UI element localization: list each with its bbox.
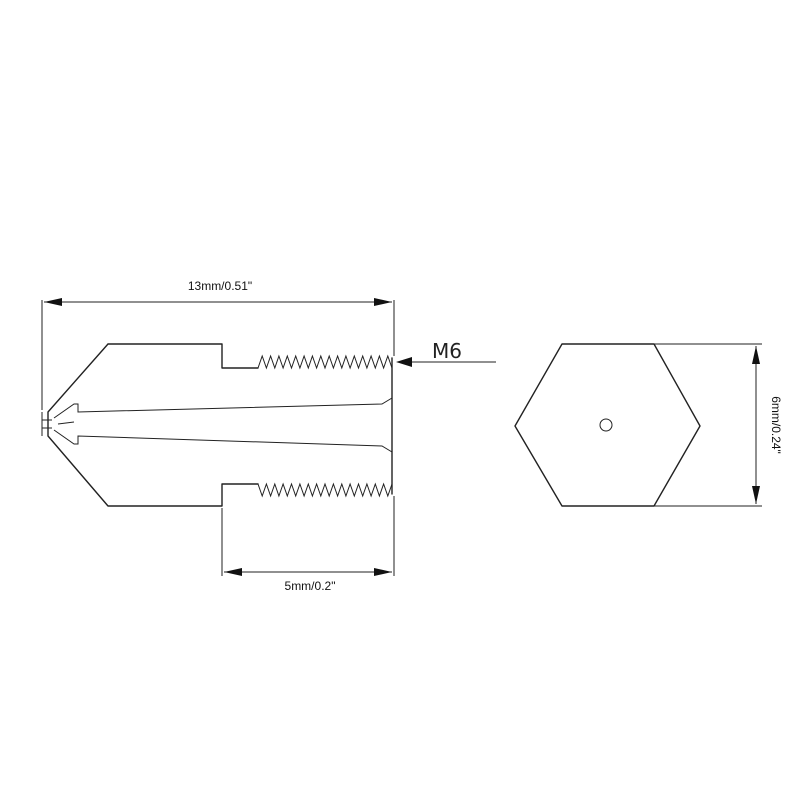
nozzle-tip bbox=[41, 412, 52, 436]
thread-label: M6 bbox=[432, 339, 462, 363]
side-view bbox=[41, 343, 393, 507]
length-dimension: 13mm/0.51" bbox=[41, 279, 395, 410]
hex-size-label: 6mm/0.24" bbox=[769, 396, 783, 454]
hex-outline bbox=[514, 343, 701, 507]
hex-dimension: 6mm/0.24" bbox=[752, 346, 783, 504]
thread-length-label: 5mm/0.2" bbox=[285, 579, 336, 593]
thread-callout: M6 bbox=[396, 339, 496, 367]
inner-bore bbox=[53, 397, 393, 453]
nozzle-hole bbox=[599, 418, 613, 432]
thread-length-dimension: 5mm/0.2" bbox=[221, 496, 395, 593]
end-view bbox=[514, 343, 762, 507]
thread-bottom bbox=[222, 482, 393, 498]
length-label: 13mm/0.51" bbox=[188, 279, 252, 293]
thread-top bbox=[222, 354, 393, 370]
